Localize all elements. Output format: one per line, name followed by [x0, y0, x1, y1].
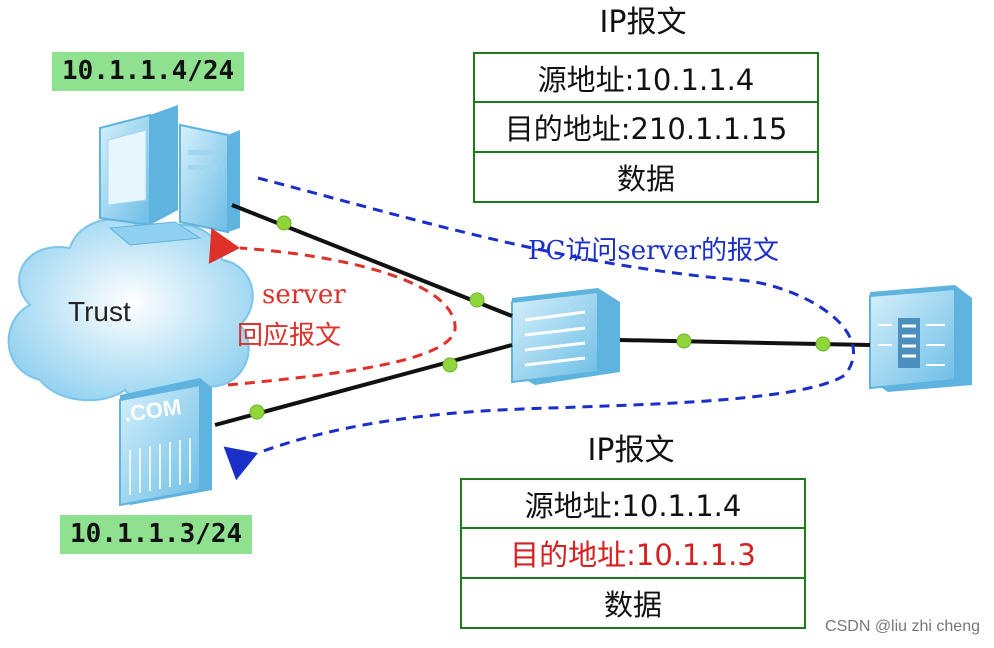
top-packet-table: 源地址:10.1.1.4 目的地址:210.1.1.15 数据 — [473, 52, 819, 203]
top-packet-destination: 目的地址:210.1.1.15 — [475, 103, 817, 153]
link-dots — [249, 215, 831, 420]
link-dot — [442, 357, 458, 373]
link-firewall-router — [619, 338, 871, 347]
bottom-packet-title: IP报文 — [587, 433, 675, 468]
bottom-packet-table: 源地址:10.1.1.4 目的地址:10.1.1.3 数据 — [460, 478, 806, 629]
request-flow-label: PC访问server的报文 — [528, 236, 780, 266]
link-dot — [676, 333, 692, 349]
link-dot — [815, 336, 831, 352]
watermark: CSDN @liu zhi cheng — [825, 618, 980, 635]
cloud-label: Trust — [68, 296, 131, 327]
top-packet-data: 数据 — [616, 162, 675, 196]
router-icon — [869, 285, 972, 392]
pc-address-badge: 10.1.1.4/24 — [52, 52, 245, 92]
link-server-firewall — [214, 343, 513, 427]
response-flow-label-line2: 回应报文 — [237, 321, 342, 351]
server-address-badge: 10.1.1.3/24 — [60, 515, 253, 555]
top-packet-title: IP报文 — [599, 5, 687, 40]
server-icon — [119, 378, 212, 507]
bottom-packet-data: 数据 — [603, 588, 662, 622]
response-flow-label-line1: server — [262, 280, 346, 310]
link-dot — [276, 215, 292, 231]
response-flow-path — [208, 227, 457, 387]
link-dot — [469, 292, 485, 308]
bottom-packet-source: 源地址:10.1.1.4 — [462, 480, 804, 529]
bottom-packet-destination: 目的地址:10.1.1.3 — [462, 529, 804, 579]
request-flow-path — [223, 176, 855, 481]
link-dot — [249, 404, 265, 420]
top-packet-source: 源地址:10.1.1.4 — [475, 54, 817, 103]
firewall-icon — [511, 288, 620, 385]
